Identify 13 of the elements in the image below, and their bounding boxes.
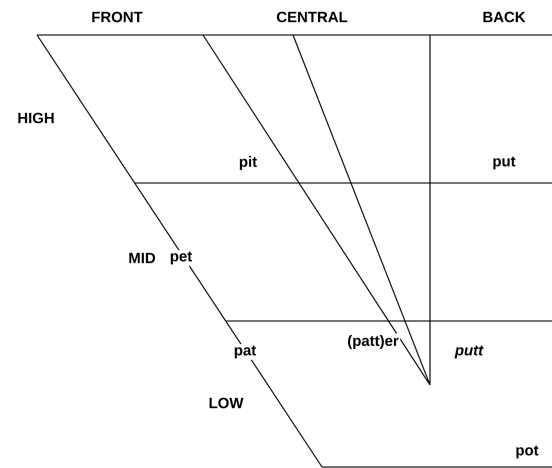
vowel-word: pet — [168, 250, 194, 266]
vowel-word: pot — [514, 444, 540, 460]
vowel-word: put — [490, 155, 518, 171]
vowel-word: pat — [232, 344, 258, 360]
column-heading: BACK — [480, 10, 528, 24]
vowel-word: pit — [237, 154, 259, 172]
column-heading: CENTRAL — [274, 10, 350, 24]
row-heading: HIGH — [16, 111, 56, 125]
column-heading: FRONT — [90, 10, 144, 24]
row-heading: MID — [126, 251, 158, 265]
row-heading: LOW — [207, 396, 245, 410]
vowel-word: (patt)er — [346, 334, 400, 350]
vowel-word: putt — [453, 344, 485, 360]
